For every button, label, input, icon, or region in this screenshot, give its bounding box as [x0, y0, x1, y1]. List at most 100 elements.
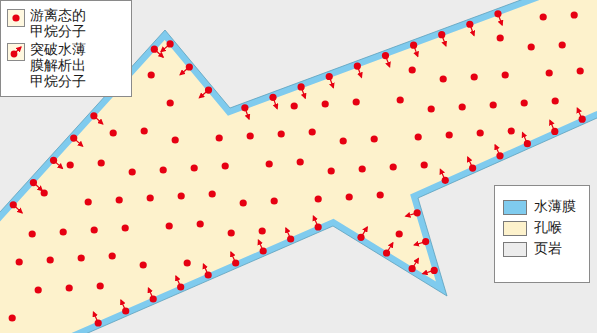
- free-methane: [35, 286, 42, 293]
- desorbing-dot: [383, 249, 390, 256]
- free-methane: [271, 197, 278, 204]
- free-methane: [577, 67, 584, 74]
- desorbing-methane: [70, 134, 82, 146]
- desorbing-methane: [438, 31, 446, 46]
- desorbing-dot: [382, 52, 389, 59]
- desorbing-methane: [409, 258, 419, 272]
- legend-label: 水薄膜: [534, 199, 576, 215]
- desorbing-methane: [90, 112, 102, 124]
- desorbing-methane: [414, 238, 429, 245]
- legend-icon: [7, 43, 25, 61]
- desorbing-methane: [406, 209, 421, 216]
- desorbing-dot: [524, 140, 531, 147]
- free-methane: [160, 166, 167, 173]
- free-methane: [546, 69, 553, 76]
- desorbing-methane: [423, 267, 438, 274]
- desorbing-dot: [422, 238, 429, 245]
- legend-box: 水薄膜孔喉页岩: [494, 185, 590, 283]
- free-methane: [9, 314, 16, 321]
- free-methane: [60, 228, 67, 235]
- free-methane: [209, 190, 216, 197]
- free-methane: [85, 198, 92, 205]
- free-methane: [240, 199, 247, 206]
- free-methane: [291, 102, 298, 109]
- free-methane: [359, 165, 366, 172]
- desorbing-methane: [121, 300, 129, 315]
- desorbing-dot: [357, 234, 364, 241]
- legend-entry: 游离态的 甲烷分子: [7, 8, 125, 39]
- desorbing-dot: [241, 104, 248, 111]
- desorbing-methane: [326, 73, 334, 88]
- desorbing-dot: [438, 31, 445, 38]
- free-methane: [440, 75, 447, 82]
- free-methane: [309, 128, 316, 135]
- desorbing-methane: [313, 216, 321, 231]
- desorbing-dot: [315, 223, 322, 230]
- free-methane: [16, 258, 23, 265]
- free-methane: [259, 227, 266, 234]
- desorbing-methane: [354, 62, 362, 77]
- free-methane: [191, 164, 198, 171]
- desorbing-dot: [50, 157, 57, 164]
- desorbing-dot: [354, 62, 361, 69]
- desorbing-dot: [232, 259, 239, 266]
- free-methane: [166, 222, 173, 229]
- desorbing-methane: [383, 243, 393, 257]
- free-methane: [397, 96, 404, 103]
- desorbing-dot: [167, 40, 174, 47]
- free-methane: [471, 73, 478, 80]
- free-methane: [315, 195, 322, 202]
- legend-label: 游离态的 甲烷分子: [30, 8, 92, 39]
- free-methane: [91, 226, 98, 233]
- free-methane: [197, 220, 204, 227]
- desorbing-methane: [523, 133, 531, 148]
- desorbing-methane: [258, 240, 266, 255]
- legend-swatch: [503, 242, 527, 257]
- free-methane: [172, 136, 179, 143]
- free-methane: [266, 160, 273, 167]
- free-methane: [521, 99, 528, 106]
- desorbing-methane: [577, 108, 585, 123]
- free-methane: [390, 163, 397, 170]
- desorbing-dot: [30, 179, 37, 186]
- free-methane: [109, 252, 116, 259]
- free-methane: [110, 129, 117, 136]
- legend-label: 孔喉: [534, 220, 562, 236]
- free-methane: [421, 161, 428, 168]
- free-methane: [147, 194, 154, 201]
- desorbing-methane: [410, 42, 418, 57]
- desorbing-methane: [466, 21, 474, 36]
- desorbing-dot: [414, 209, 421, 216]
- free-methane: [371, 135, 378, 142]
- desorbing-dot: [469, 165, 476, 172]
- free-methane: [340, 137, 347, 144]
- desorbing-dot: [410, 42, 417, 49]
- free-methane: [428, 105, 435, 112]
- desorbing-dot: [205, 86, 212, 93]
- free-methane: [502, 71, 509, 78]
- desorbing-methane: [550, 120, 558, 135]
- desorbing-methane: [495, 145, 503, 160]
- free-methane: [540, 13, 547, 20]
- desorbing-methane: [176, 276, 184, 291]
- desorbing-methane: [180, 63, 193, 74]
- free-methane: [528, 43, 535, 50]
- desorbing-methane: [203, 264, 211, 279]
- free-methane: [167, 99, 174, 106]
- desorbing-dot: [10, 201, 17, 208]
- free-methane: [148, 71, 155, 78]
- free-methane: [116, 196, 123, 203]
- free-methane: [346, 193, 353, 200]
- desorbing-dot: [186, 63, 193, 70]
- desorbing-methane: [161, 40, 174, 51]
- desorbing-methane: [298, 83, 306, 98]
- desorbing-dot: [496, 152, 503, 159]
- free-methane: [328, 167, 335, 174]
- desorbing-dot: [326, 73, 333, 80]
- free-methane: [415, 133, 422, 140]
- free-methane: [247, 132, 254, 139]
